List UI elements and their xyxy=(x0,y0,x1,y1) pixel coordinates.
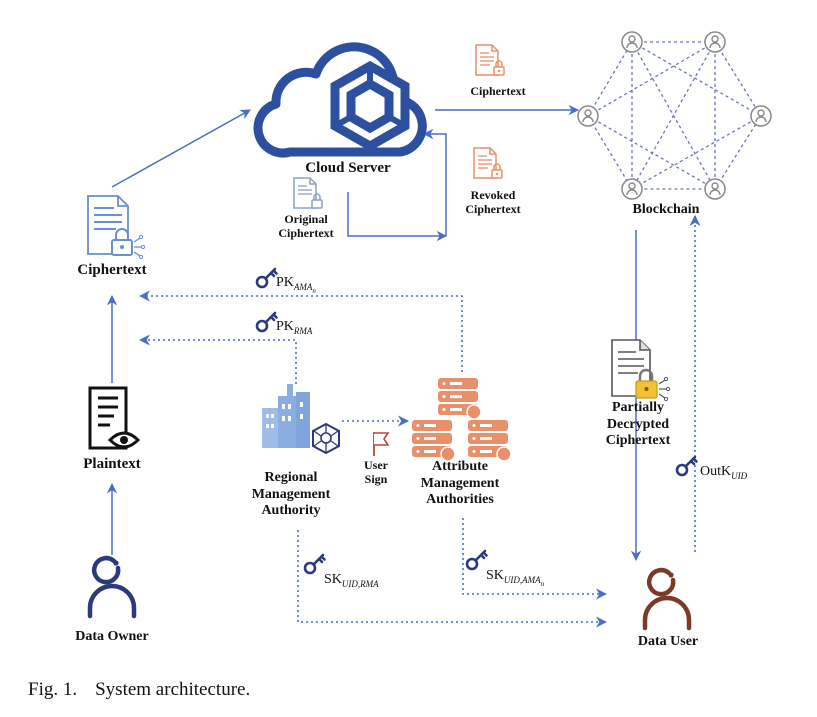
key-icon xyxy=(255,267,278,289)
attribute-ma-label: Attribute Management Authorities xyxy=(420,459,500,508)
figure-number: Fig. 1. xyxy=(28,679,78,700)
partially-decrypted-label: Partially Decrypted Ciphertext xyxy=(605,400,671,449)
data-user-label: Data User xyxy=(637,634,699,649)
edge-label-original-ciphertext: Original Ciphertext xyxy=(278,212,334,241)
key-icon xyxy=(303,553,326,575)
partially-decrypted-doc-icon xyxy=(611,339,671,402)
building-network-icon xyxy=(262,384,340,455)
ciphertext-label: Ciphertext xyxy=(77,262,147,278)
data-user-person-icon xyxy=(642,567,692,631)
server-stack-icon xyxy=(412,378,512,462)
figure-caption: Fig. 1. System architecture. xyxy=(28,679,268,701)
edge-sk-uid-rma xyxy=(297,530,608,628)
edge-sk-uid-ama xyxy=(462,518,608,600)
data-owner-label: Data Owner xyxy=(75,629,149,644)
plaintext-label: Plaintext xyxy=(83,456,141,472)
edge-pk-rma xyxy=(138,334,297,384)
edge-revoked-ciphertext xyxy=(422,128,447,236)
key-label-sk-uid-rma: SKUID,RMA xyxy=(324,572,379,589)
cloud-server-label: Cloud Server xyxy=(305,160,391,176)
revoked-doc-icon-orange xyxy=(473,147,503,179)
blockchain-nodes xyxy=(577,31,772,200)
flag-icon xyxy=(373,432,390,456)
ciphertext-doc-icon-orange xyxy=(475,44,505,76)
original-doc-icon xyxy=(293,177,323,209)
document-lock-icon xyxy=(87,195,146,260)
key-label-outk-uid: OutKUID xyxy=(700,464,748,481)
blockchain-label: Blockchain xyxy=(632,202,700,217)
key-icon xyxy=(675,455,698,477)
cloud-hexagon-icon xyxy=(253,42,427,158)
person-icon xyxy=(87,555,137,619)
blockchain-network-icon xyxy=(587,41,762,190)
edge-pk-ama xyxy=(138,290,463,372)
figure-caption-text: System architecture. xyxy=(95,679,251,700)
key-label-pk-ama: PKAMAn xyxy=(276,275,316,295)
key-icon xyxy=(255,311,278,333)
edge-ciphertext-to-cloud xyxy=(111,109,251,188)
document-eye-icon xyxy=(88,386,141,450)
regional-ma-label: Regional Management Authority xyxy=(251,470,331,519)
edge-original-ciphertext xyxy=(347,192,448,242)
key-icon xyxy=(465,549,488,571)
edge-label-ciphertext: Ciphertext xyxy=(470,84,526,98)
key-label-sk-uid-ama: SKUID,AMAn xyxy=(486,568,545,588)
edge-label-user-sign: User Sign xyxy=(364,458,388,487)
key-label-pk-rma: PKRMA xyxy=(276,319,313,336)
edge-label-revoked-ciphertext: Revoked Ciphertext xyxy=(465,188,521,217)
